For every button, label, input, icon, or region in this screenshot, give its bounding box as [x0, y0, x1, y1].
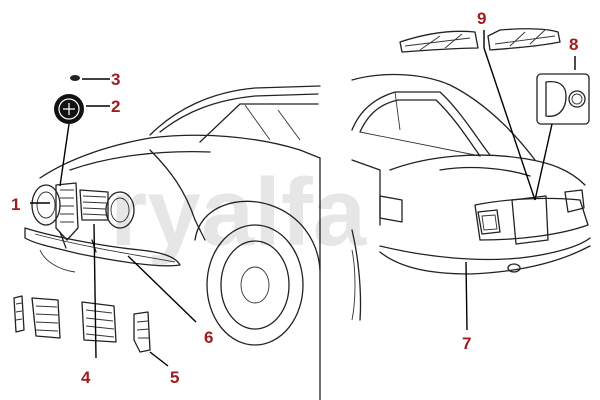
- callout-7: 7: [462, 334, 471, 353]
- front-car-drawing: [24, 85, 321, 400]
- callout-9: 9: [477, 9, 486, 28]
- callout-3: 3: [111, 70, 120, 89]
- callout-2: 2: [111, 97, 120, 116]
- grille-parts: [13, 295, 151, 353]
- leader-lines: [30, 30, 576, 367]
- callout-8: 8: [569, 35, 578, 54]
- trim-parts: [399, 28, 590, 125]
- callout-4: 4: [81, 368, 91, 387]
- rear-car-drawing: [351, 73, 591, 321]
- badge-parts: [54, 75, 84, 124]
- callout-1: 1: [11, 195, 20, 214]
- callout-5: 5: [170, 368, 179, 387]
- watermark: ryalfa: [110, 159, 367, 266]
- callout-6: 6: [204, 328, 213, 347]
